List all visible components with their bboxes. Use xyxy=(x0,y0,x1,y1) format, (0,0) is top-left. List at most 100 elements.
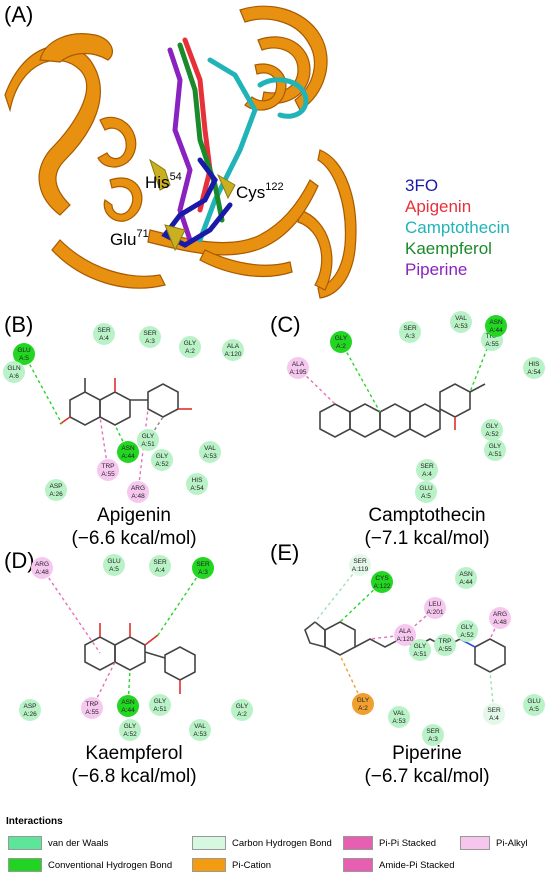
interaction-line xyxy=(41,567,101,654)
residue-disc xyxy=(103,554,125,576)
interaction-line xyxy=(339,581,383,623)
residue-disc xyxy=(19,699,41,721)
residue-label: A:4 xyxy=(489,715,499,722)
residue-label: A:55 xyxy=(101,471,115,478)
residue-label: A:53 xyxy=(193,731,207,738)
residue-disc xyxy=(186,473,208,495)
panel-c-label: (C) xyxy=(270,312,301,337)
legend-amide-pi-stacked: Amide-Pi Stacked xyxy=(343,858,455,872)
residue-disc xyxy=(455,567,477,589)
residue-disc xyxy=(149,694,171,716)
legend-pi-alkyl: Pi-Alkyl xyxy=(460,836,528,850)
residue-label: A:54 xyxy=(527,369,541,376)
carbon-hbond-swatch xyxy=(192,836,226,850)
residue-label: VAL xyxy=(204,445,216,452)
residue-label: A:51 xyxy=(413,651,427,658)
residue-disc xyxy=(523,357,545,379)
residue-label: A:5 xyxy=(19,355,29,362)
residue-label: A:48 xyxy=(493,619,507,626)
cys-label: Cys122 xyxy=(236,181,284,202)
glu-label: Glu71 xyxy=(110,228,149,249)
residue-label: A:3 xyxy=(145,338,155,345)
residue-label: SER xyxy=(403,325,417,332)
residue-label: A:55 xyxy=(438,646,452,653)
residue-disc xyxy=(3,361,25,383)
legend-3fo: 3FO xyxy=(405,176,439,195)
residue-label: A:52 xyxy=(485,431,499,438)
residue-label: A:4 xyxy=(99,335,109,342)
residue-label: SER xyxy=(353,558,367,565)
residue-label: SER xyxy=(420,463,434,470)
residue-disc xyxy=(127,481,149,503)
interaction-line xyxy=(314,564,361,623)
residue-disc xyxy=(481,419,503,441)
residue-label: A:53 xyxy=(454,323,468,330)
residue-label: A:2 xyxy=(237,711,247,718)
residue-label: A:122 xyxy=(374,583,391,590)
residue-disc xyxy=(352,693,374,715)
legend-pi-pi-stacked: Pi-Pi Stacked xyxy=(343,836,436,850)
residue-label: ASP xyxy=(23,703,36,710)
residue-label: VAL xyxy=(455,315,467,322)
residue-disc xyxy=(139,326,161,348)
residue-disc xyxy=(117,441,139,463)
residue-label: A:53 xyxy=(392,718,406,725)
legend-carbon-hbond: Carbon Hydrogen Bond xyxy=(192,836,332,850)
residue-label: A:119 xyxy=(352,566,369,573)
camptothecin-interaction-diagram: SERA:3GLYA:2VALA:53TRPA:55HISA:54ALAA:19… xyxy=(287,311,545,503)
protein-structure-render: His54 Cys122 Glu71 xyxy=(4,5,357,299)
interactions-legend-title: Interactions xyxy=(6,816,63,827)
residue-label: ALA xyxy=(227,343,240,350)
residue-label: A:52 xyxy=(460,632,474,639)
residue-disc xyxy=(199,441,221,463)
residue-label: A:44 xyxy=(459,579,473,586)
residue-label: GLU xyxy=(17,347,31,354)
pi-alkyl-swatch xyxy=(460,836,490,850)
residue-label: GLY xyxy=(154,698,167,705)
residue-label: TRP xyxy=(439,638,452,645)
residue-disc xyxy=(424,597,446,619)
residue-label: A:5 xyxy=(529,706,539,713)
interaction-line xyxy=(147,416,164,441)
residue-label: A:44 xyxy=(489,327,503,334)
residue-label: GLU xyxy=(419,485,433,492)
residue-label: GLY xyxy=(124,723,137,730)
pi-pi-stacked-swatch xyxy=(343,836,373,850)
residue-label: A:6 xyxy=(9,373,19,380)
residue-label: A:120 xyxy=(225,351,242,358)
residue-disc xyxy=(483,703,505,725)
his-label: His54 xyxy=(145,171,182,192)
residue-label: A:52 xyxy=(155,461,169,468)
residue-label: GLU xyxy=(527,698,541,705)
van-der-waals-swatch xyxy=(8,836,42,850)
residue-label: ARG xyxy=(493,611,507,618)
apigenin-title: Apigenin(−6.6 kcal/mol) xyxy=(71,505,197,549)
residue-label: GLY xyxy=(184,340,197,347)
residue-label: GLY xyxy=(461,624,474,631)
pi-cation-swatch xyxy=(192,858,226,872)
residue-label: SER xyxy=(143,330,157,337)
amide-pi-stacked-swatch xyxy=(343,858,373,872)
